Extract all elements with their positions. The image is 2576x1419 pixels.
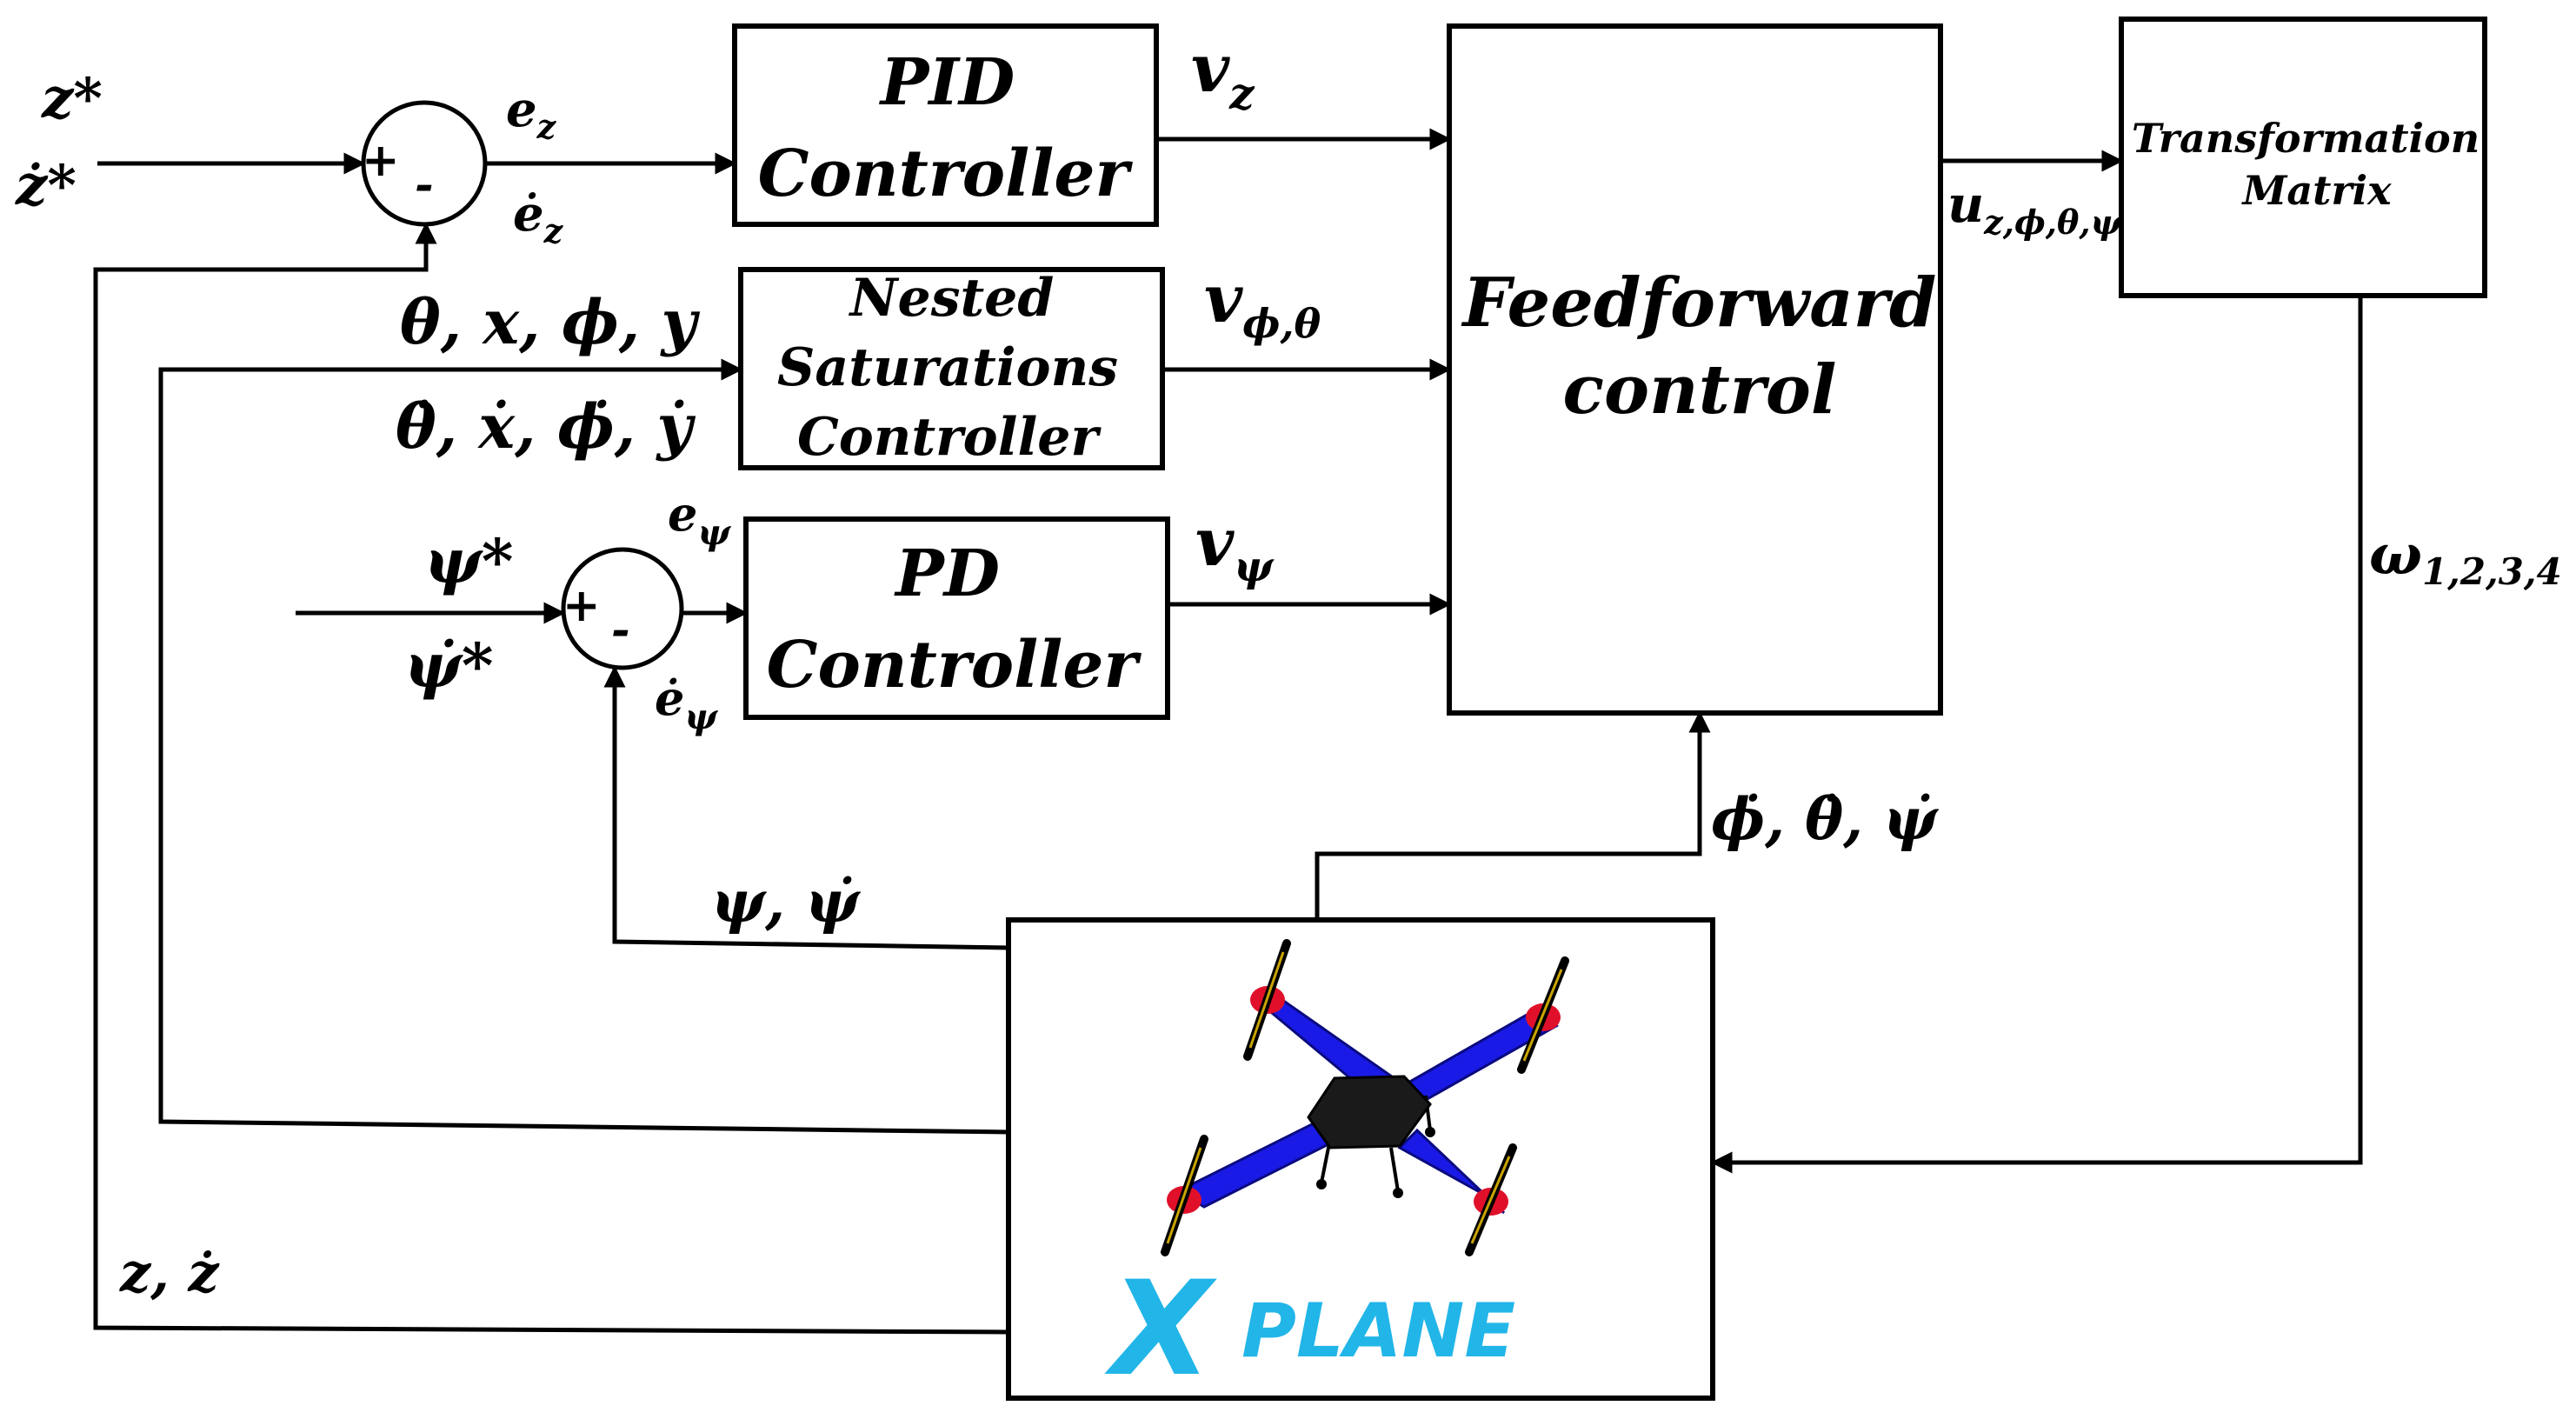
z-zdot-label: z, ż bbox=[119, 1241, 220, 1304]
quadcopter-icon bbox=[1161, 939, 1569, 1256]
pid-block-line2: Controller bbox=[758, 137, 1134, 211]
psidot-ref-label: ψ̇* bbox=[404, 630, 494, 702]
pd-block-line1: PD bbox=[894, 536, 1000, 611]
pid-controller-block bbox=[732, 23, 1159, 227]
transformation-line2: Matrix bbox=[2240, 167, 2392, 214]
psi-sum-plus: + bbox=[562, 579, 601, 632]
xplane-logo-x: X bbox=[1104, 1254, 1217, 1405]
feedforward-line1: Feedforward bbox=[1461, 263, 1937, 343]
psi-feedback-path bbox=[603, 665, 1009, 950]
xplane-logo: X PLANE bbox=[1104, 1254, 1515, 1405]
psi-psidot-label: ψ, ψ̇ bbox=[711, 868, 861, 936]
rates-feedback-path bbox=[1315, 710, 1711, 920]
e-psi-label: eψ bbox=[668, 486, 731, 553]
xplane-simulator-block bbox=[1006, 917, 1715, 1401]
u-label: uz,ϕ,θ,ψ bbox=[1947, 175, 2123, 242]
attitude-position-feedback-path bbox=[158, 358, 1009, 1135]
nested-block-line1: Nested bbox=[849, 268, 1055, 329]
z-sum-plus: + bbox=[362, 134, 400, 187]
z-sum-minus: - bbox=[415, 158, 434, 211]
v-phitheta-label: vϕ,θ bbox=[1204, 260, 1321, 347]
pd-block-line2: Controller bbox=[767, 628, 1142, 703]
psi-sum-minus: - bbox=[611, 603, 630, 656]
nested-block-line2: Saturations bbox=[777, 337, 1118, 398]
z-ref-label: z* bbox=[41, 66, 103, 131]
omega-label: ω1,2,3,4 bbox=[2369, 523, 2562, 593]
transformation-line1: Transformation bbox=[2132, 115, 2479, 162]
edot-psi-label: ėψ bbox=[655, 670, 718, 737]
edot-z-label: ėz bbox=[513, 185, 564, 250]
theta-x-phi-y-label: θ, x, ϕ, y bbox=[400, 286, 701, 358]
feedforward-control-block bbox=[1447, 23, 1943, 716]
nested-saturations-block bbox=[738, 267, 1165, 470]
zdot-ref-label: ż* bbox=[15, 153, 77, 218]
nested-block-line3: Controller bbox=[797, 407, 1102, 468]
pd-controller-block bbox=[743, 516, 1170, 720]
rates-label: ϕ̇, θ̇, ψ̇ bbox=[1711, 785, 1939, 853]
xplane-logo-plane: PLANE bbox=[1241, 1288, 1515, 1375]
vz-label: vz bbox=[1191, 30, 1255, 119]
pid-block-line1: PID bbox=[879, 45, 1015, 120]
v-psi-label: vψ bbox=[1195, 503, 1275, 591]
omega-path bbox=[1710, 296, 2363, 1174]
dot-theta-x-phi-y-label: θ̇, ẋ, ϕ̇, ẏ bbox=[396, 390, 696, 463]
transformation-matrix-block bbox=[2119, 17, 2487, 298]
z-feedback-path bbox=[93, 222, 1009, 1335]
ez-label: ez bbox=[506, 81, 557, 146]
psi-ref-label: ψ* bbox=[424, 525, 514, 597]
feedforward-line2: control bbox=[1562, 350, 1836, 430]
